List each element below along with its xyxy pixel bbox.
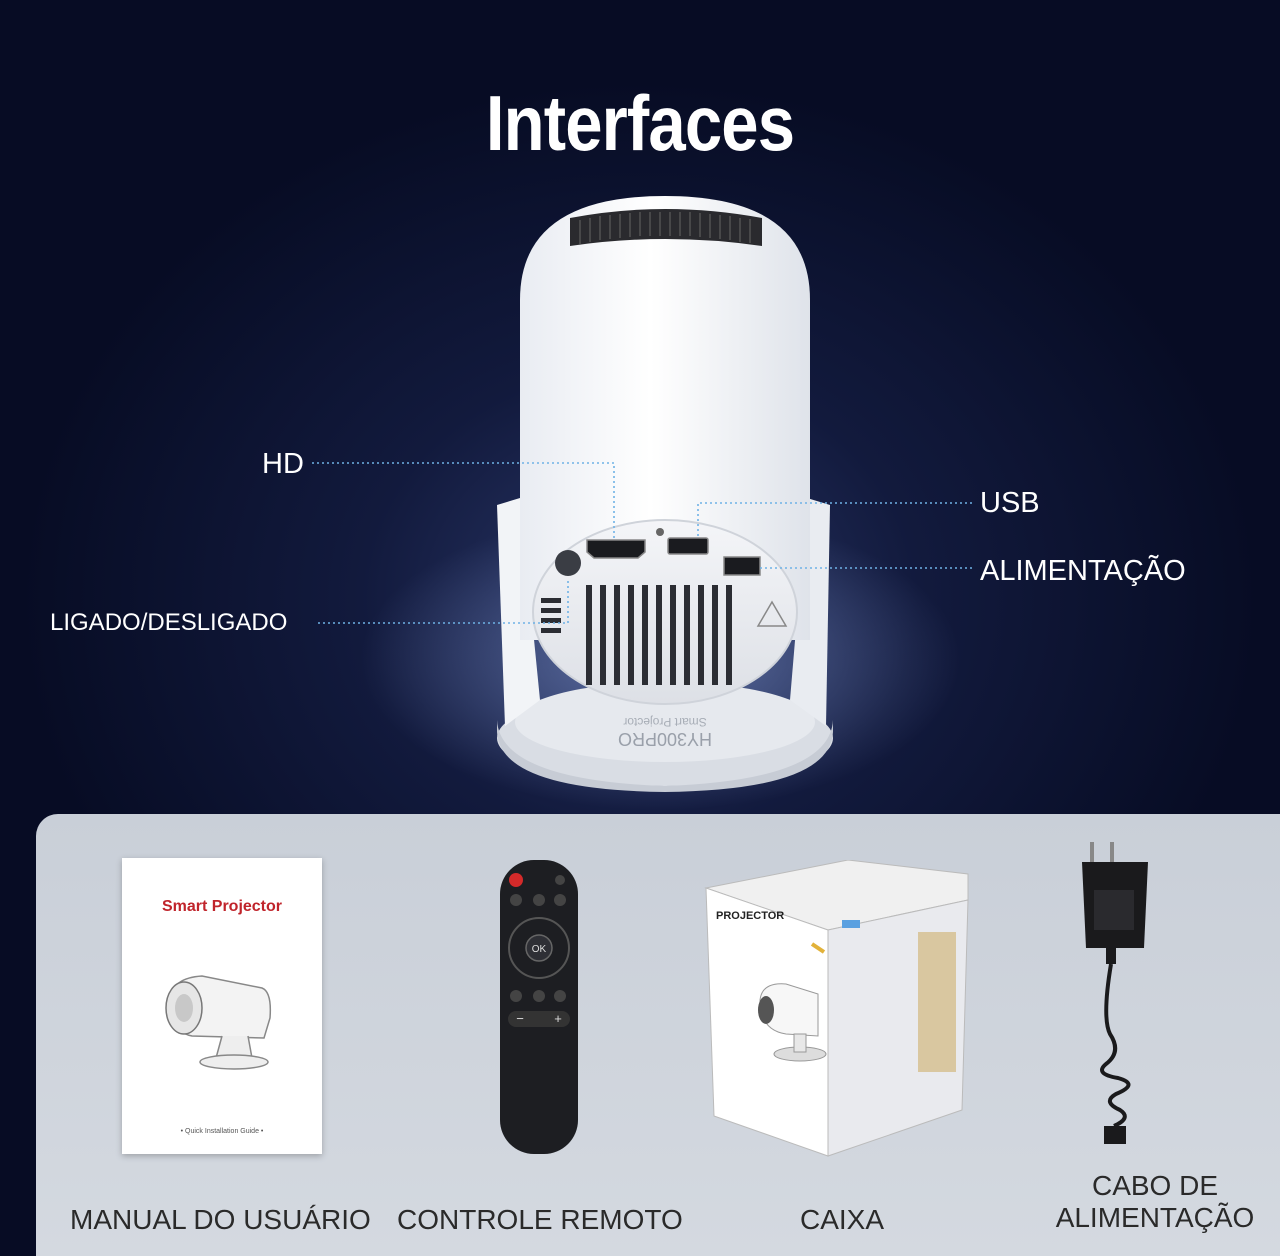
manual-projector-icon bbox=[165, 975, 272, 1070]
remote-caption: CONTROLE REMOTO bbox=[397, 1204, 683, 1235]
rear-panel bbox=[532, 519, 798, 705]
svg-text:+: + bbox=[554, 1011, 562, 1026]
manual-cover-subtitle: • Quick Installation Guide • bbox=[180, 1128, 264, 1135]
box-caption: CAIXA bbox=[800, 1204, 885, 1235]
hd-callout-line bbox=[312, 462, 615, 540]
page-title: Interfaces bbox=[485, 79, 795, 167]
hdmi-port bbox=[586, 539, 646, 559]
manual-caption: MANUAL DO USUÁRIO bbox=[70, 1204, 371, 1235]
manual-cover-title: Smart Projector bbox=[161, 898, 283, 915]
projector-body bbox=[520, 196, 810, 640]
svg-text:−: − bbox=[516, 1011, 524, 1026]
remote-ok-label: OK bbox=[532, 944, 547, 955]
power-cable bbox=[1082, 842, 1148, 1144]
dc-port bbox=[723, 556, 761, 576]
power-button bbox=[555, 550, 581, 576]
usb-callout-line bbox=[697, 502, 972, 538]
cable-caption: CABO DE ALIMENTAÇÃO bbox=[1050, 1170, 1260, 1234]
onoff-label: LIGADO/DESLIGADO bbox=[50, 609, 288, 636]
remote-power-icon bbox=[509, 873, 523, 887]
usb-label: USB bbox=[980, 487, 1040, 519]
projector-illustration: HY300PRO Smart Projector bbox=[312, 196, 972, 810]
usb-port bbox=[667, 537, 709, 555]
device-model-sub: Smart Projector bbox=[623, 715, 706, 729]
product-box bbox=[704, 860, 969, 1157]
hd-label: HD bbox=[262, 448, 304, 480]
stand-arm-left bbox=[497, 498, 540, 726]
remote-dpad bbox=[508, 917, 570, 979]
remote-control: OK − + bbox=[500, 860, 578, 1154]
cable-caption-line2: ALIMENTAÇÃO bbox=[1055, 1202, 1255, 1233]
user-manual: Smart Projector • Quick Installation Gui… bbox=[122, 858, 322, 1154]
device-model: HY300PRO bbox=[618, 729, 712, 749]
box-label: PROJECTOR bbox=[716, 910, 785, 922]
power-label: ALIMENTAÇÃO bbox=[980, 555, 1186, 587]
cable-caption-line1: CABO DE bbox=[1091, 1170, 1219, 1201]
onoff-callout-line bbox=[318, 580, 569, 624]
